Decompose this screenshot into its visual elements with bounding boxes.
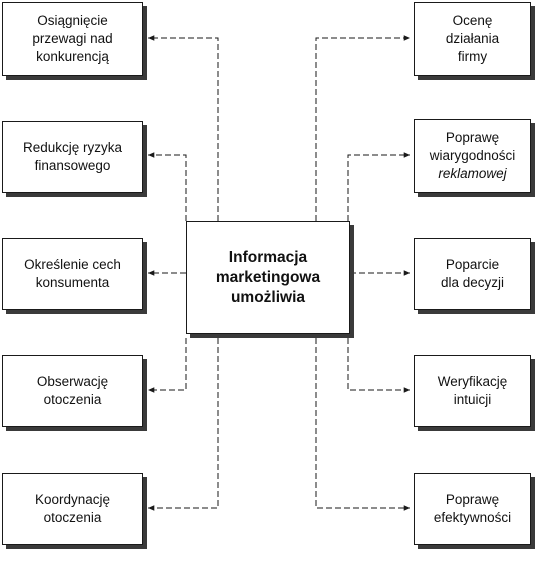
connector-right-4: [347, 338, 410, 393]
left-box-1-line-1: Osiągnięcie: [37, 13, 108, 28]
left-box-competitive-advantage: Osiągnięcie przewagi nad konkurencją: [2, 2, 143, 76]
left-box-1-line-3: konkurencją: [36, 49, 109, 64]
right-box-4-line-2: intuicji: [453, 392, 492, 407]
right-box-2-line-2: wiarygodności: [429, 148, 516, 163]
connector-right-2: [347, 152, 410, 221]
right-box-intuition-check: Weryfikację intuicji: [414, 355, 531, 427]
left-box-3-line-2: konsumenta: [35, 275, 110, 290]
connector-right-1: [315, 35, 410, 221]
right-box-ad-credibility: Poprawę wiarygodności reklamowej: [414, 119, 531, 193]
right-box-3-line-2: dla decyzji: [440, 275, 505, 290]
center-line-3: umożliwia: [230, 288, 306, 306]
center-line-2: marketingowa: [215, 268, 321, 286]
center-line-1: Informacja: [228, 248, 308, 266]
right-box-1-line-3: firmy: [457, 49, 488, 64]
right-box-company-assessment: Ocenę działania firmy: [414, 2, 531, 76]
left-box-1-line-2: przewagi nad: [32, 31, 113, 46]
right-box-2-line-3: reklamowej: [438, 166, 507, 181]
left-box-2-line-2: finansowego: [34, 158, 111, 173]
connector-left-5: [148, 338, 219, 511]
connector-left-4: [148, 338, 187, 393]
left-box-4-line-2: otoczenia: [43, 392, 102, 407]
right-box-2-line-1: Poprawę: [445, 130, 500, 145]
right-box-decision-support: Poparcie dla decyzji: [414, 238, 531, 310]
left-box-4-line-1: Obserwację: [36, 374, 109, 389]
right-box-1-line-1: Ocenę: [452, 13, 493, 28]
connector-right-5: [315, 338, 410, 511]
left-box-3-line-1: Określenie cech: [24, 257, 121, 272]
right-box-4-line-1: Weryfikację: [437, 374, 508, 389]
connector-left-1: [148, 35, 219, 221]
left-box-5-line-1: Koordynację: [34, 492, 111, 507]
right-box-5-line-2: efektywności: [433, 510, 512, 525]
right-box-5-line-1: Poprawę: [445, 492, 500, 507]
left-box-coordination: Koordynację otoczenia: [2, 473, 143, 545]
connector-left-2: [148, 152, 187, 221]
right-box-efficiency: Poprawę efektywności: [414, 473, 531, 545]
right-box-1-line-2: działania: [445, 31, 500, 46]
center-box: Informacja marketingowa umożliwia: [186, 221, 350, 334]
left-box-2-line-1: Redukcję ryzyka: [22, 140, 123, 155]
left-box-observation: Obserwację otoczenia: [2, 355, 143, 427]
left-box-consumer-traits: Określenie cech konsumenta: [2, 238, 143, 310]
left-box-5-line-2: otoczenia: [43, 510, 102, 525]
left-box-financial-risk: Redukcję ryzyka finansowego: [2, 121, 143, 193]
right-box-3-line-1: Poparcie: [445, 257, 500, 272]
